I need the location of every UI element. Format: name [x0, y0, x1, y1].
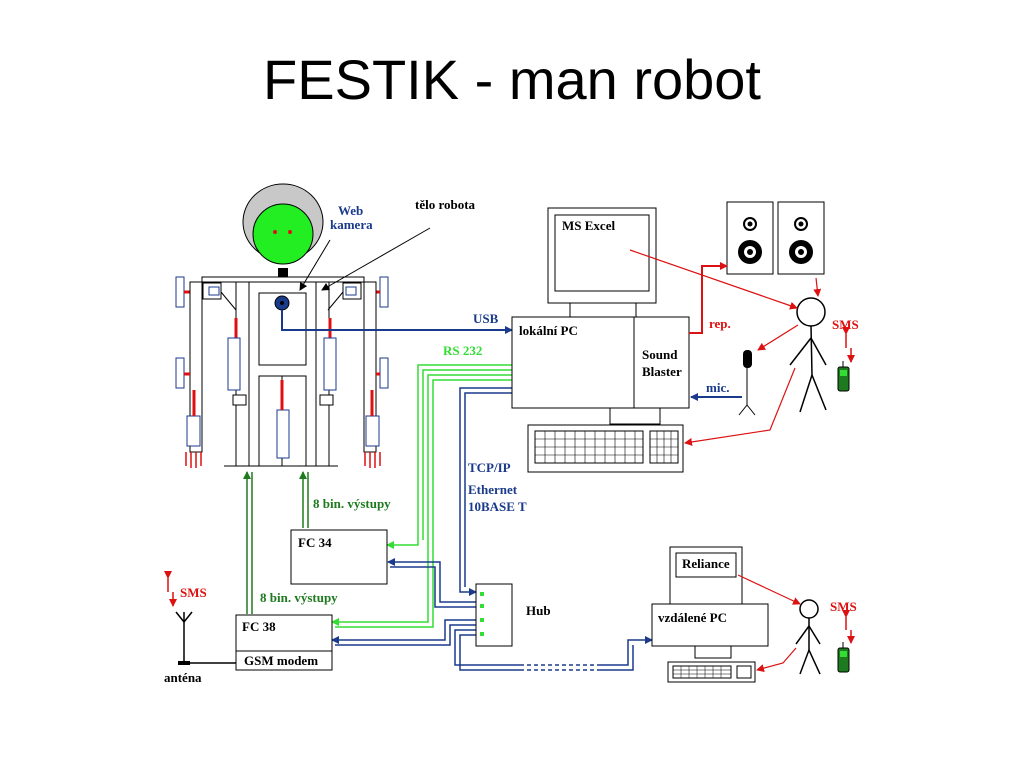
- rep-label: rep.: [709, 316, 731, 331]
- rs232-label: RS 232: [443, 343, 482, 358]
- person-remote-icon: [795, 599, 821, 675]
- sms-right-top-label: SMS: [832, 317, 859, 332]
- remote-pc-label: vzdálené PC: [658, 610, 727, 625]
- web-camera-label-line2: kamera: [330, 217, 373, 232]
- hub-label: Hub: [526, 603, 551, 618]
- keyboard-remote-icon: [667, 661, 756, 683]
- reliance-label: Reliance: [682, 556, 730, 571]
- ms-excel-label: MS Excel: [562, 218, 615, 233]
- local-pc-label: lokální PC: [519, 323, 578, 338]
- remote-pc-box: [651, 603, 769, 647]
- sound-blaster-label-line1: Sound: [642, 347, 678, 362]
- sms-arrows-right-bottom-icon: [842, 610, 855, 644]
- sound-blaster-label-line2: Blaster: [642, 364, 682, 379]
- web-camera-label-line1: Web: [338, 203, 363, 218]
- ethernet-label-line1: Ethernet: [468, 482, 518, 497]
- fc34-label: FC 34: [298, 535, 332, 550]
- mic-label: mic.: [706, 380, 729, 395]
- person-local-icon: [789, 297, 827, 413]
- sms-right-bottom-label: SMS: [830, 599, 857, 614]
- tcpip-label: TCP/IP: [468, 460, 511, 475]
- phone-remote-icon: [837, 642, 850, 673]
- gsm-modem-label: GSM modem: [244, 653, 318, 668]
- sms-arrows-right-top-icon: [842, 327, 855, 363]
- phone-local-icon: [837, 361, 850, 392]
- robot-body-label: tělo robota: [415, 197, 476, 212]
- usb-label: USB: [473, 311, 499, 326]
- page-title: FESTIK - man robot: [263, 48, 761, 111]
- keyboard-local-icon: [527, 424, 684, 473]
- bin-outputs-label-1: 8 bin. výstupy: [313, 496, 391, 511]
- microphone-icon: [738, 350, 756, 416]
- robot-figure: [175, 183, 389, 468]
- robot-head-face: [252, 203, 314, 265]
- fc34-box: [290, 529, 388, 585]
- bin-outputs-label-2: 8 bin. výstupy: [260, 590, 338, 605]
- antenna-label: anténa: [164, 670, 202, 685]
- speaker-left-icon: [726, 201, 774, 275]
- sms-left-label: SMS: [180, 585, 207, 600]
- antenna-icon: [175, 611, 236, 664]
- ethernet-label-line2: 10BASE T: [468, 499, 527, 514]
- sms-arrows-left-icon: [164, 571, 177, 607]
- local-pc-box: [511, 316, 690, 409]
- fc38-box: [235, 614, 333, 671]
- fc38-label: FC 38: [242, 619, 276, 634]
- speaker-right-icon: [777, 201, 825, 275]
